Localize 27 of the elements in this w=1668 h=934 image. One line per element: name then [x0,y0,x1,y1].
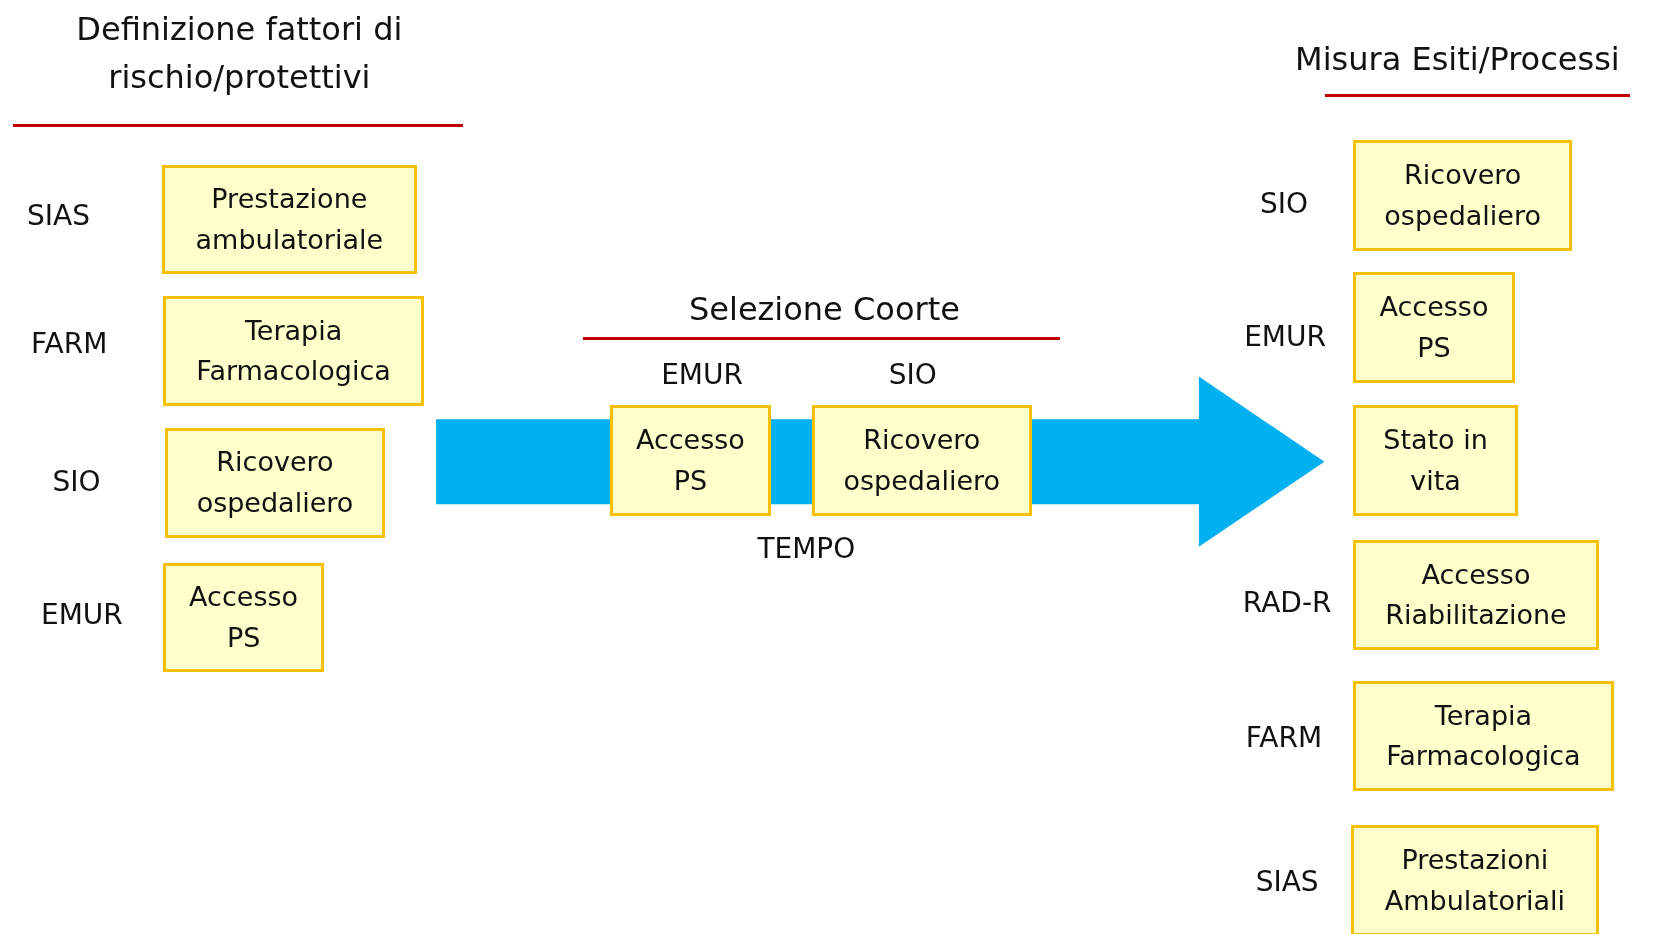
source-label: SIAS [1255,864,1319,898]
section-heading: Misura Esiti/Processi [1294,39,1621,81]
data-box: Stato in vita [1353,405,1518,516]
data-box: Accesso PS [162,562,325,673]
source-label: EMUR [41,597,123,631]
source-label: FARM [1245,720,1323,754]
source-label: SIO [52,464,101,498]
data-box: Accesso Riabilitazione [1353,540,1599,650]
data-box: Terapia Farmacologica [162,295,425,407]
data-box: Ricovero ospedaliero [1353,140,1573,252]
data-box: Ricovero ospedaliero [164,427,386,539]
data-box: Accesso PS [1353,272,1515,383]
data-box: Prestazioni Ambulatoriali [1351,825,1599,934]
data-box: Terapia Farmacologica [1353,680,1614,792]
data-box: Prestazione ambulatoriale [161,164,417,275]
time-label: TEMPO [757,531,856,565]
data-box: Ricovero ospedaliero [811,405,1032,516]
source-label: FARM [31,326,108,360]
data-box: Accesso PS [609,405,772,516]
source-label: EMUR [661,357,743,391]
source-label: RAD-R [1242,585,1332,619]
source-label: EMUR [1244,319,1326,353]
section-heading: Selezione Coorte [688,289,961,331]
source-label: SIO [888,357,937,391]
source-label: SIAS [27,198,90,232]
section-heading: Definizione fattori di rischio/protettivi [75,9,404,99]
source-label: SIO [1259,186,1308,220]
